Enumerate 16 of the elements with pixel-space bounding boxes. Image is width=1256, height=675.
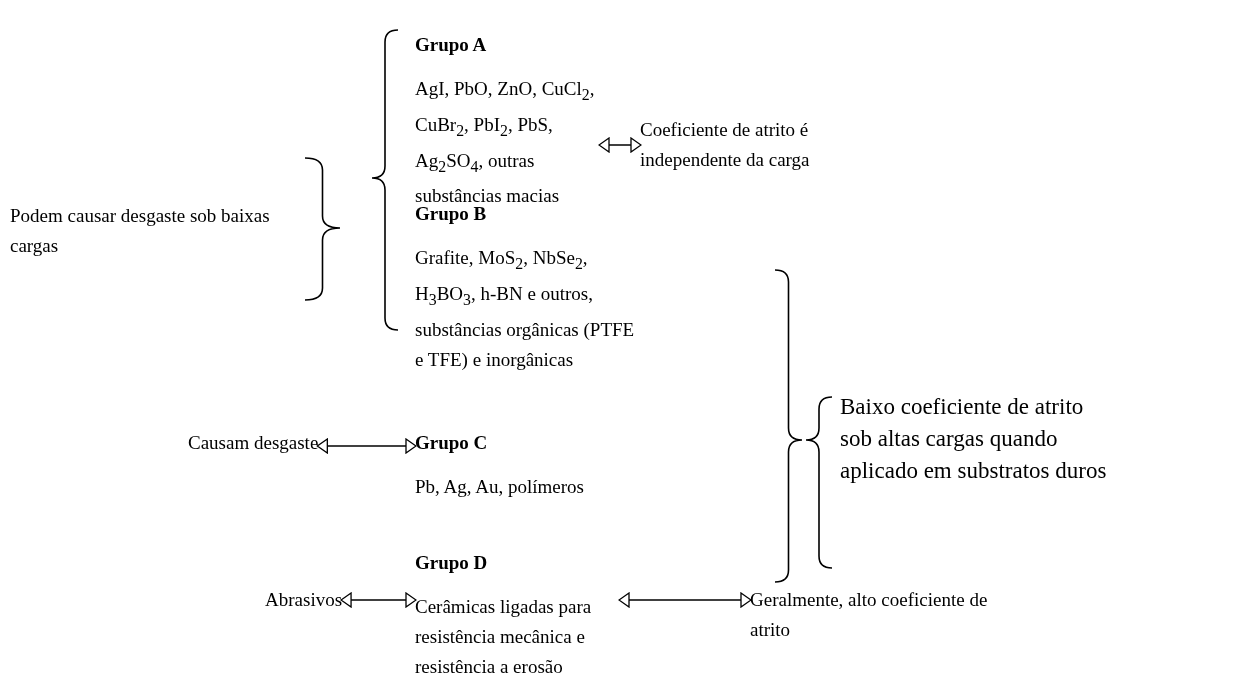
- text-label: Causam desgaste: [188, 428, 319, 458]
- double-arrow: [340, 592, 417, 608]
- double-arrow: [618, 592, 752, 608]
- group-heading: Grupo C: [415, 431, 488, 455]
- double-arrow: [316, 438, 417, 454]
- text-label: Geralmente, alto coeficiente de atrito: [750, 585, 1000, 645]
- group-heading: Grupo A: [415, 33, 487, 57]
- text-label: Podem causar desgaste sob baixas cargas: [10, 201, 290, 261]
- group-members: Cerâmicas ligadas para resistência mecânica e resistência a erosão: [415, 595, 593, 675]
- text-label: Coeficiente de atrito é independente da carga: [640, 115, 830, 175]
- group-members: Pb, Ag, Au, polímeros: [415, 475, 584, 499]
- text-label: Abrasivos: [265, 585, 343, 615]
- group-members: Grafite, MoS$_{2}$, NbSe$_{2}$, H$_{3}$BO$_{3}$, h-BN e outros, substâncias orgânicas (PTFE e TFE) e inorgânicas: [415, 246, 636, 372]
- double-arrow: [598, 137, 642, 153]
- group-heading: Grupo D: [415, 551, 488, 575]
- text-label: Baixo coeficiente de atrito sob altas cargas quando aplicado em substratos duros: [840, 391, 1110, 487]
